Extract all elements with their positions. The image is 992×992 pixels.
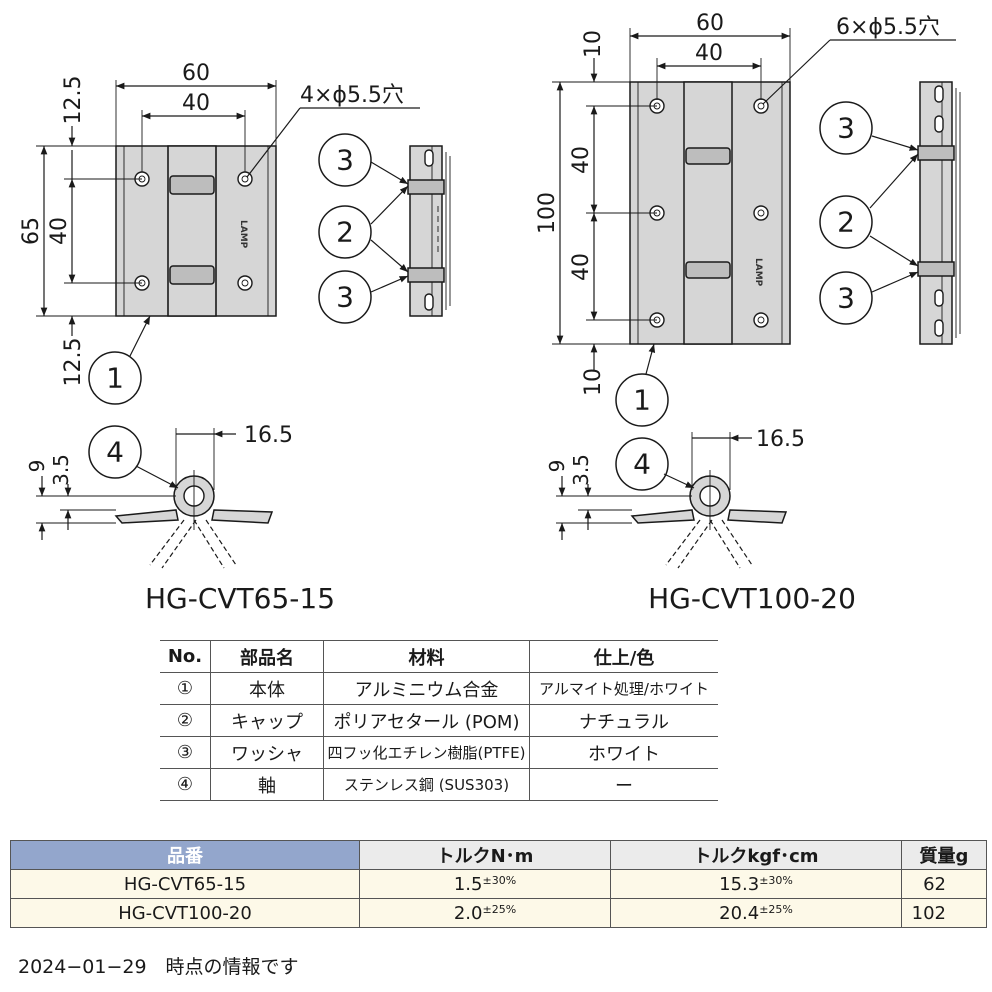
part-material: ステンレス鋼 (SUS303) <box>323 768 530 801</box>
part-no: ④ <box>160 768 211 801</box>
part-finish: ホワイト <box>529 736 718 769</box>
info-date-note: 2024−01−29 時点の情報です <box>18 956 299 978</box>
table-row: HG-CVT65-15 1.5±30% 15.3±30% 62 <box>10 869 987 899</box>
parts-header-no: No. <box>160 640 211 673</box>
spec-mass: 102 <box>901 898 987 928</box>
spec-model: HG-CVT100-20 <box>10 898 360 928</box>
table-row: ① 本体 アルミニウム合金 アルマイト処理/ホワイト <box>160 672 718 705</box>
part-material: ポリアセタール (POM) <box>323 704 530 737</box>
left-holes-note: 4×ϕ5.5穴 <box>300 83 404 108</box>
tolerance: ±30% <box>759 873 793 887</box>
spec-header-row: 品番 トルクN･m トルクkgf･cm 質量g <box>10 840 987 870</box>
left-side-view <box>407 145 451 317</box>
left-hole-pitch-dim: 40 <box>182 91 210 116</box>
tolerance: ±30% <box>482 873 517 887</box>
table-row: ② キャップ ポリアセタール (POM) ナチュラル <box>160 704 718 737</box>
right-hole-pitch-dim: 40 <box>695 41 723 66</box>
spec-model: HG-CVT65-15 <box>10 869 360 899</box>
left-callouts: 3 2 3 1 <box>88 133 409 405</box>
spec-table: 品番 トルクN･m トルクkgf･cm 質量g HG-CVT65-15 1.5±… <box>10 840 987 928</box>
part-finish: アルマイト処理/ホワイト <box>529 672 718 705</box>
table-row: ③ ワッシャ 四フッ化エチレン樹脂(PTFE) ホワイト <box>160 736 718 769</box>
left-bottom-margin-dim: 12.5 <box>61 338 86 387</box>
right-height-dim: 100 <box>535 192 560 234</box>
right-side-view <box>917 81 961 345</box>
left-offset-dim: 16.5 <box>244 423 293 448</box>
callout-2-left: 2 <box>336 216 354 249</box>
part-finish: ナチュラル <box>529 704 718 737</box>
right-holes-note: 6×ϕ5.5穴 <box>836 15 940 40</box>
callout-1-right: 1 <box>633 384 651 417</box>
part-no: ① <box>160 672 211 705</box>
callout-3b-right: 3 <box>837 282 855 315</box>
part-name: ワッシャ <box>210 736 324 769</box>
right-pitch-v2-dim: 40 <box>569 253 594 281</box>
part-no: ③ <box>160 736 211 769</box>
svg-text:LAMP: LAMP <box>753 258 763 287</box>
table-row: HG-CVT100-20 2.0±25% 20.4±25% 102 <box>10 898 987 928</box>
right-callouts: 3 2 3 1 <box>615 101 919 427</box>
spec-header-mass: 質量g <box>901 840 987 870</box>
left-front-view: LAMP <box>115 145 277 317</box>
part-name: 軸 <box>210 768 324 801</box>
callout-1-left: 1 <box>106 362 124 395</box>
spec-mass: 62 <box>901 869 987 899</box>
right-model-label: HG-CVT100-20 <box>648 582 856 615</box>
callout-3b-left: 3 <box>336 281 354 314</box>
left-dimensions: 60 40 65 40 12.5 12.5 4×ϕ5.5穴 <box>19 61 420 386</box>
left-vpitch-dim: 40 <box>47 217 72 245</box>
parts-header-finish: 仕上/色 <box>529 640 718 673</box>
part-finish: ー <box>529 768 718 801</box>
left-thickness-dim: 9 <box>25 460 49 473</box>
right-axis-dim: 3.5 <box>569 454 593 486</box>
tolerance: ±25% <box>759 902 793 916</box>
callout-3a-right: 3 <box>837 112 855 145</box>
left-axis-dim: 3.5 <box>49 454 73 486</box>
part-name: キャップ <box>210 704 324 737</box>
svg-text:LAMP: LAMP <box>238 220 248 249</box>
parts-table: No. 部品名 材料 仕上/色 ① 本体 アルミニウム合金 アルマイト処理/ホワ… <box>160 640 718 801</box>
callout-2-right: 2 <box>837 206 855 239</box>
right-bottom-margin-dim: 10 <box>581 368 606 396</box>
spec-torque-nm: 1.5±30% <box>359 869 611 899</box>
part-material: 四フッ化エチレン樹脂(PTFE) <box>323 736 530 769</box>
right-dimensions: 60 40 100 40 40 10 10 6×ϕ5.5穴 <box>535 11 956 396</box>
right-pitch-v1-dim: 40 <box>569 146 594 174</box>
part-name: 本体 <box>210 672 324 705</box>
parts-header-row: No. 部品名 材料 仕上/色 <box>160 640 718 673</box>
tolerance: ±25% <box>482 902 517 916</box>
part-no: ② <box>160 704 211 737</box>
spec-torque-nm: 2.0±25% <box>359 898 611 928</box>
parts-header-name: 部品名 <box>210 640 324 673</box>
right-thickness-dim: 9 <box>545 460 569 473</box>
right-offset-dim: 16.5 <box>756 427 805 452</box>
callout-4-left: 4 <box>106 436 124 469</box>
left-height-dim: 65 <box>19 217 44 245</box>
left-width-dim: 60 <box>182 61 210 86</box>
spec-header-torque-nm: トルクN･m <box>359 840 611 870</box>
left-top-margin-dim: 12.5 <box>61 76 86 125</box>
left-model-label: HG-CVT65-15 <box>145 582 335 615</box>
technical-drawing: LAMP 60 40 65 40 12.5 12.5 4×ϕ5.5穴 <box>19 11 961 615</box>
spec-header-model: 品番 <box>10 840 360 870</box>
callout-3a-left: 3 <box>336 144 354 177</box>
spec-torque-kgf: 20.4±25% <box>610 898 902 928</box>
table-row: ④ 軸 ステンレス鋼 (SUS303) ー <box>160 768 718 801</box>
callout-4-right: 4 <box>633 448 651 481</box>
spec-header-torque-kgf: トルクkgf･cm <box>610 840 902 870</box>
right-top-margin-dim: 10 <box>581 30 606 58</box>
spec-torque-kgf: 15.3±30% <box>610 869 902 899</box>
left-section-view: 16.5 9 3.5 4 <box>25 423 293 569</box>
parts-header-material: 材料 <box>323 640 530 673</box>
right-width-dim: 60 <box>696 11 724 36</box>
part-material: アルミニウム合金 <box>323 672 530 705</box>
right-section-view: 16.5 9 3.5 4 <box>545 427 805 569</box>
